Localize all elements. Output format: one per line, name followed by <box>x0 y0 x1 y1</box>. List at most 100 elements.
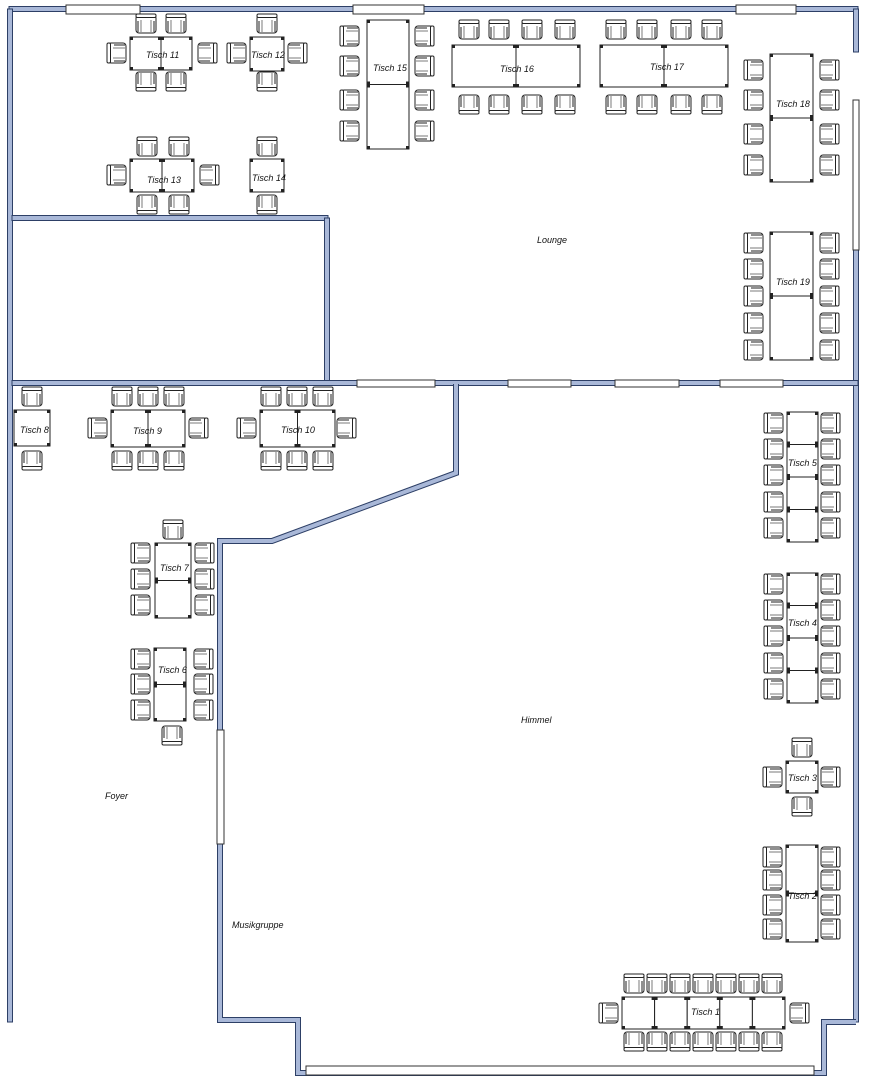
table-label-7: Tisch 7 <box>160 563 190 573</box>
table-leg <box>577 45 580 48</box>
table-label-16: Tisch 16 <box>500 64 534 74</box>
chair-back <box>836 573 841 595</box>
table-leg <box>154 718 157 721</box>
table-top <box>786 572 819 606</box>
table-leg <box>815 790 818 793</box>
table-leg <box>182 444 185 447</box>
chair <box>161 725 183 746</box>
table-leg <box>787 412 790 415</box>
chair-back <box>168 210 190 215</box>
chair <box>820 464 841 486</box>
table-leg <box>577 84 580 87</box>
chair <box>715 973 737 994</box>
chair-back <box>646 1047 668 1052</box>
table-leg <box>250 37 253 40</box>
chair-back <box>303 42 308 64</box>
chair-back <box>204 417 209 439</box>
chair-back <box>135 87 157 92</box>
chair-back <box>836 678 841 700</box>
table-leg <box>664 84 667 87</box>
table-leg <box>188 580 191 584</box>
chair <box>287 42 308 64</box>
chair-back <box>312 386 334 391</box>
chair <box>820 894 841 916</box>
chair <box>743 89 764 111</box>
chair <box>715 1031 737 1052</box>
chair-back <box>701 19 723 24</box>
chair-back <box>743 59 748 81</box>
table-leg <box>183 681 186 685</box>
chair-back <box>743 232 748 254</box>
table-label-4: Tisch 4 <box>788 618 817 628</box>
chair <box>819 59 840 81</box>
chair <box>701 19 723 40</box>
chair-back <box>805 1002 810 1024</box>
window-opening <box>65 4 141 15</box>
table-leg <box>810 179 813 182</box>
table-leg <box>815 635 818 638</box>
table-leg <box>516 84 519 87</box>
table-leg <box>716 997 720 1000</box>
table-leg <box>815 845 818 848</box>
table-leg <box>786 761 789 764</box>
table-leg <box>810 115 813 118</box>
table-label-10: Tisch 10 <box>281 425 315 435</box>
table-top <box>621 996 656 1030</box>
chair-back <box>286 466 308 471</box>
chair <box>820 625 841 647</box>
chair-back <box>226 42 231 64</box>
table-leg <box>787 573 790 576</box>
table-leg <box>191 159 194 162</box>
table-leg <box>716 1026 720 1029</box>
chair <box>458 19 480 40</box>
table-leg <box>719 1026 723 1029</box>
chair <box>488 94 510 115</box>
table-leg <box>513 84 516 87</box>
window-opening <box>216 729 225 845</box>
wall-outline <box>217 384 856 1076</box>
chair-back <box>554 110 576 115</box>
table-leg <box>14 443 17 446</box>
chair <box>130 699 151 721</box>
chair-back <box>692 973 714 978</box>
window-opening <box>352 4 425 15</box>
chair-back <box>430 120 435 142</box>
chair <box>820 678 841 700</box>
chair-back <box>213 42 218 64</box>
chair <box>791 796 813 817</box>
chair-back <box>430 25 435 47</box>
chair <box>762 846 783 868</box>
table-top <box>786 476 819 510</box>
table-leg <box>162 189 165 192</box>
chair <box>763 678 784 700</box>
table-leg <box>815 638 818 641</box>
chair-back <box>701 110 723 115</box>
chair-back <box>260 386 282 391</box>
chair <box>312 386 334 407</box>
table-leg <box>281 189 284 192</box>
chair <box>554 19 576 40</box>
table-label-3: Tisch 3 <box>788 773 817 783</box>
chair <box>163 386 185 407</box>
table-leg <box>787 605 790 609</box>
chair-back <box>209 648 214 670</box>
chair-back <box>21 386 43 391</box>
chair-back <box>835 339 840 361</box>
chair-back <box>836 652 841 674</box>
table-top <box>786 411 819 445</box>
chair-back <box>836 625 841 647</box>
chair-back <box>762 918 767 940</box>
room-label-musikgruppe: Musikgruppe <box>232 920 284 930</box>
table-top <box>663 44 729 88</box>
table-top <box>160 36 193 71</box>
chair-back <box>669 973 691 978</box>
table-leg <box>815 700 818 703</box>
chair <box>820 491 841 513</box>
chair <box>692 973 714 994</box>
chair <box>791 737 813 758</box>
table-leg <box>154 684 157 688</box>
chair-back <box>165 87 187 92</box>
chair-back <box>21 466 43 471</box>
chair-back <box>835 89 840 111</box>
table-top <box>785 893 819 943</box>
